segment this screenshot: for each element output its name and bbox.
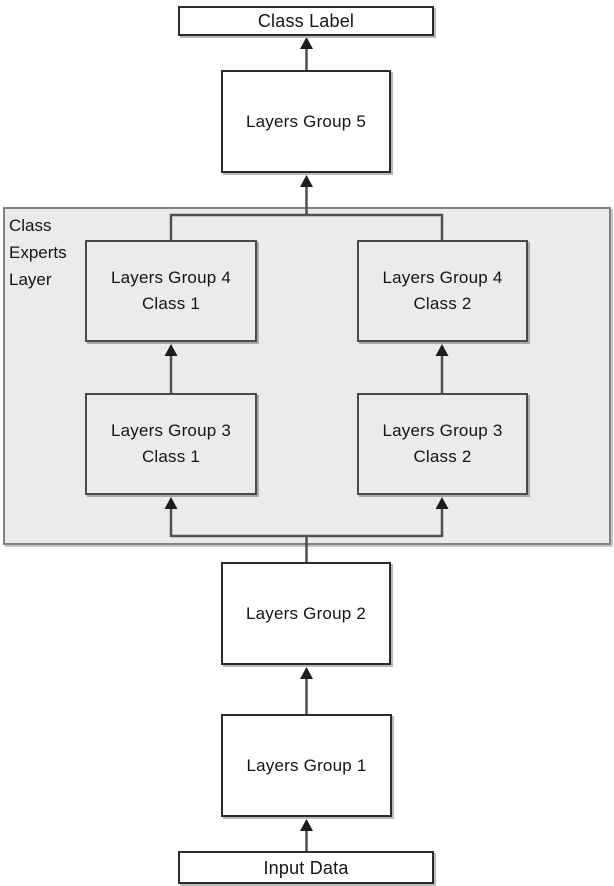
arrowhead-group5	[300, 175, 313, 187]
class-experts-layer-label-line: Class	[9, 216, 52, 235]
arrowhead-group3c1	[164, 497, 178, 509]
node-label: Layers Group 1	[246, 755, 367, 775]
class-experts-layer-label-line: Layer	[9, 270, 52, 289]
node-sublabel: Class 1	[141, 294, 201, 313]
class-experts-layer-label: Class Experts Layer	[9, 212, 89, 293]
node-sublabel: Class 2	[413, 294, 472, 313]
node-label: Layers Group 3	[111, 421, 231, 440]
arrowhead-group1	[300, 819, 313, 831]
node-layers-group-4-class-2: Layers Group 4 Class 2	[357, 240, 528, 342]
node-sublabel: Class 1	[141, 447, 201, 466]
arrowhead-group2	[300, 667, 313, 679]
node-label: Layers Group 2	[246, 603, 366, 623]
arrowhead-class-label	[300, 37, 313, 49]
node-label: Layers Group 4	[111, 268, 231, 287]
node-sublabel: Class 2	[413, 447, 472, 466]
node-label: Layers Group 4	[382, 268, 503, 287]
node-label: Layers Group 5	[246, 111, 366, 131]
node-label: Layers Group 3	[382, 421, 503, 440]
node-layers-group-5: Layers Group 5	[221, 70, 391, 173]
edge-group4-merge	[169, 213, 444, 240]
node-input-data: Input Data	[178, 851, 434, 884]
arrowhead-group3c2	[435, 497, 449, 509]
node-class-label: Class Label	[178, 6, 434, 36]
node-layers-group-4-class-1: Layers Group 4 Class 1	[85, 240, 257, 342]
node-layers-group-1: Layers Group 1	[221, 714, 392, 817]
arrowhead-group4c1	[164, 344, 178, 356]
node-layers-group-2: Layers Group 2	[221, 562, 391, 665]
node-layers-group-3-class-1: Layers Group 3 Class 1	[85, 393, 257, 495]
arrowhead-group4c2	[435, 344, 449, 356]
node-label: Input Data	[263, 857, 349, 878]
class-experts-layer-label-line: Experts	[9, 243, 67, 262]
node-layers-group-3-class-2: Layers Group 3 Class 2	[357, 393, 528, 495]
node-label: Class Label	[257, 11, 355, 31]
